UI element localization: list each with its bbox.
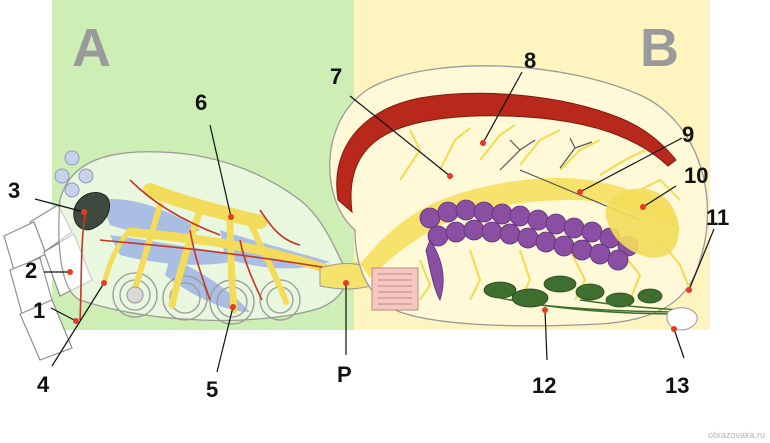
callout-9: 9 — [682, 122, 694, 147]
callout-markers — [67, 140, 692, 332]
callout-11: 11 — [706, 205, 729, 230]
callout-7: 7 — [330, 64, 342, 89]
eyes — [54, 150, 94, 198]
callout-12: 12 — [532, 373, 556, 398]
region-a-label: A — [72, 18, 111, 78]
callout-3: 3 — [8, 178, 20, 203]
callout-1: 1 — [33, 298, 45, 323]
arteries-cephalothorax — [79, 179, 341, 321]
chelicera-base — [126, 286, 144, 304]
callout-4: 4 — [37, 372, 50, 397]
midgut — [360, 178, 680, 278]
watermark: obrazovaka.ru — [708, 430, 765, 440]
malpighian-region — [605, 188, 679, 258]
poison-gland — [73, 192, 110, 231]
callout-6: 6 — [195, 90, 207, 115]
callout-10: 10 — [684, 163, 708, 188]
callout-8: 8 — [524, 48, 536, 73]
callout-13: 13 — [665, 373, 689, 398]
callout-2: 2 — [25, 258, 37, 283]
region-b-label: B — [640, 18, 679, 78]
callout-pedicel: P — [337, 362, 352, 387]
book-lung — [371, 267, 419, 311]
callout-leaders — [34, 71, 715, 373]
nervous-system-cephalothorax — [102, 183, 403, 314]
heart — [336, 92, 677, 214]
silk-ducts — [499, 297, 681, 315]
spinnerets — [666, 307, 698, 331]
callout-5: 5 — [206, 377, 218, 402]
